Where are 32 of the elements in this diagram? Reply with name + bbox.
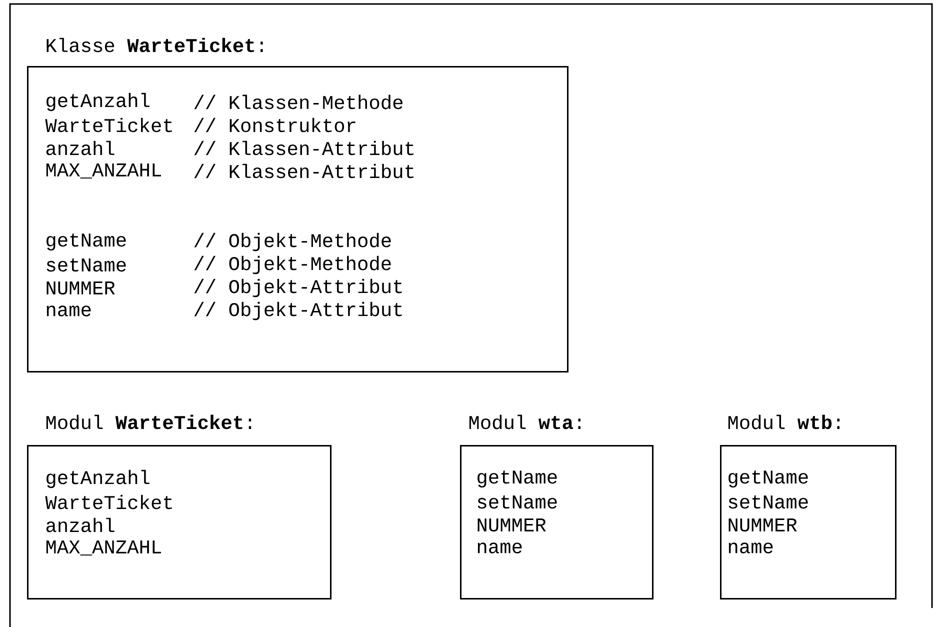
identifier-text: getName: [478, 470, 557, 488]
identifier-text: anzahl: [46, 518, 114, 532]
comment-text: // Konstruktor: [194, 118, 356, 132]
identifier-text: MAX_ANZAHL: [46, 164, 161, 178]
comment-text: // Klassen-Methode: [194, 94, 403, 110]
heading: Modul wtb:: [728, 414, 840, 430]
identifier-text: NUMMER: [478, 518, 546, 532]
identifier-text: getName: [728, 470, 808, 488]
comment-text: // Objekt-Attribut: [194, 302, 402, 320]
identifier-text: NUMMER: [46, 281, 115, 295]
identifier-text: setName: [728, 495, 808, 509]
identifier-text: setName: [46, 258, 126, 272]
comment-text: // Klassen-Attribut: [194, 164, 414, 178]
comment-text: // Objekt-Attribut: [194, 278, 402, 298]
heading: Modul WarteTicket:: [46, 414, 252, 430]
identifier-text: getAnzahl: [46, 92, 150, 112]
identifier-text: WarteTicket: [45, 118, 172, 132]
identifier-text: getAnzahl: [46, 470, 150, 488]
identifier-text: setName: [478, 495, 557, 509]
identifier-text: WarteTicket: [45, 494, 172, 510]
identifier-text: name: [728, 542, 773, 554]
heading: Modul wta:: [469, 414, 580, 430]
identifier-text: getName: [46, 233, 126, 250]
identifier-text: name: [46, 306, 91, 316]
comment-text: // Klassen-Attribut: [194, 140, 414, 156]
identifier-text: anzahl: [46, 140, 114, 156]
heading: Klasse WarteTicket:: [46, 38, 263, 52]
identifier-text: name: [478, 542, 522, 554]
identifier-text: NUMMER: [728, 518, 797, 532]
comment-text: // Objekt-Methode: [194, 232, 391, 252]
identifier-text: MAX_ANZAHL: [46, 540, 161, 556]
comment-text: // Objekt-Methode: [194, 256, 391, 274]
